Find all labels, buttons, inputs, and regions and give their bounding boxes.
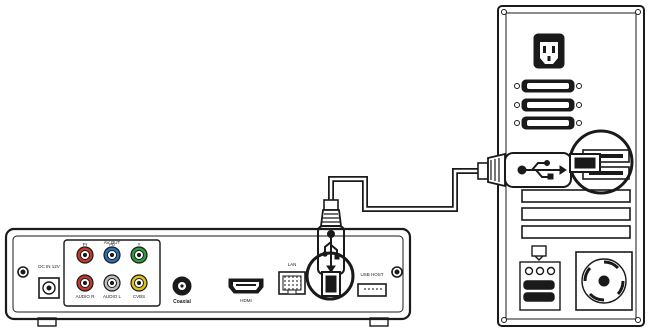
- screw-icon: [501, 317, 507, 323]
- pc-tower: [497, 5, 645, 327]
- av-out-frame: [63, 239, 161, 307]
- lan-port: [278, 271, 306, 295]
- label-y: Y: [137, 242, 140, 247]
- lan-label: LAN: [288, 262, 297, 267]
- fan-grille-icon: [575, 251, 633, 311]
- usb-host-port: [357, 283, 387, 297]
- screw-icon: [501, 9, 507, 15]
- label-pb: Pb: [109, 242, 115, 247]
- rca-jack-cvbs: [130, 274, 148, 292]
- small-socket-icon: [531, 245, 547, 257]
- audio-jacks-icon: [519, 261, 561, 311]
- usb-host-label: USB HOST: [360, 272, 383, 277]
- coaxial-label: Coaxial: [173, 299, 191, 305]
- av-out-label: AV OUT: [104, 240, 121, 245]
- cvbs-label: CVBS: [133, 294, 145, 299]
- audio-l-label: AUDIO L: [103, 294, 122, 299]
- screw-icon: [635, 317, 641, 323]
- screw-icon: [635, 9, 641, 15]
- usb-trident-icon: [517, 160, 567, 180]
- expansion-slots: [521, 189, 631, 239]
- serial-port-icon: [514, 116, 582, 130]
- hdmi-port: [228, 278, 264, 294]
- label-pr: Pr: [83, 242, 88, 247]
- highlight-circle: [305, 251, 355, 301]
- screw-icon: [391, 266, 403, 278]
- dc-in-label: DC IN 12V: [38, 264, 60, 269]
- audio-r-label: AUDIO R: [76, 294, 96, 299]
- rca-jack-pb: [103, 246, 121, 264]
- usb-cable: [328, 168, 484, 212]
- media-player-rear-panel: [4, 227, 412, 327]
- device-case: [4, 227, 412, 321]
- parallel-port-icon: [514, 79, 582, 93]
- screw-icon: [17, 266, 29, 278]
- rca-jack-audio-r: [76, 274, 94, 292]
- rca-jack-y: [130, 246, 148, 264]
- coaxial-jack: [172, 276, 192, 296]
- iec-power-socket-icon: [533, 33, 565, 69]
- serial-port-icon: [514, 98, 582, 112]
- rca-jack-pr: [76, 246, 94, 264]
- hdmi-label: HDMI: [240, 298, 252, 303]
- dc-in-jack: [38, 277, 60, 299]
- rca-jack-audio-l: [103, 274, 121, 292]
